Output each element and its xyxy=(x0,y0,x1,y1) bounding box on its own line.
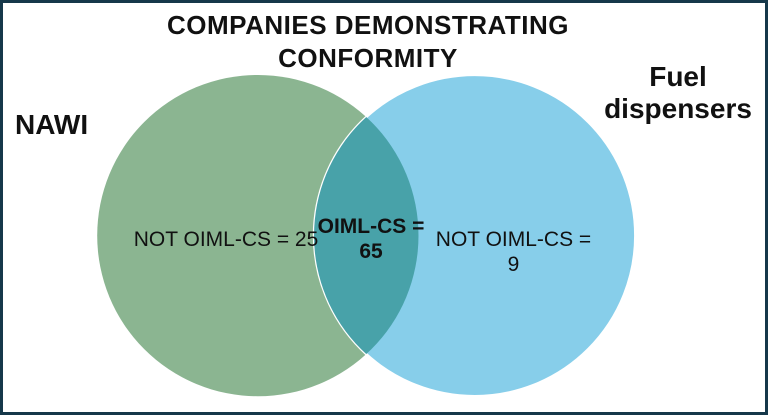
venn-diagram xyxy=(97,73,637,398)
right-region-value-label: NOT OIML-CS = 9 xyxy=(435,228,592,277)
intersection-region xyxy=(314,74,419,397)
right-set-name-label: Fuel dispensers xyxy=(604,61,752,125)
intersection-value-label-line2: 65 xyxy=(359,240,383,264)
intersection-value-label: OIML-CS = 65 xyxy=(309,214,433,264)
intersection-value-label-line1: OIML-CS = xyxy=(317,215,425,238)
left-set-name-label: NAWI xyxy=(15,109,89,140)
chart-title: COMPANIES DEMONSTRATING CONFORMITY xyxy=(167,10,569,73)
left-region-value-label: NOT OIML-CS = 25 xyxy=(133,228,319,251)
